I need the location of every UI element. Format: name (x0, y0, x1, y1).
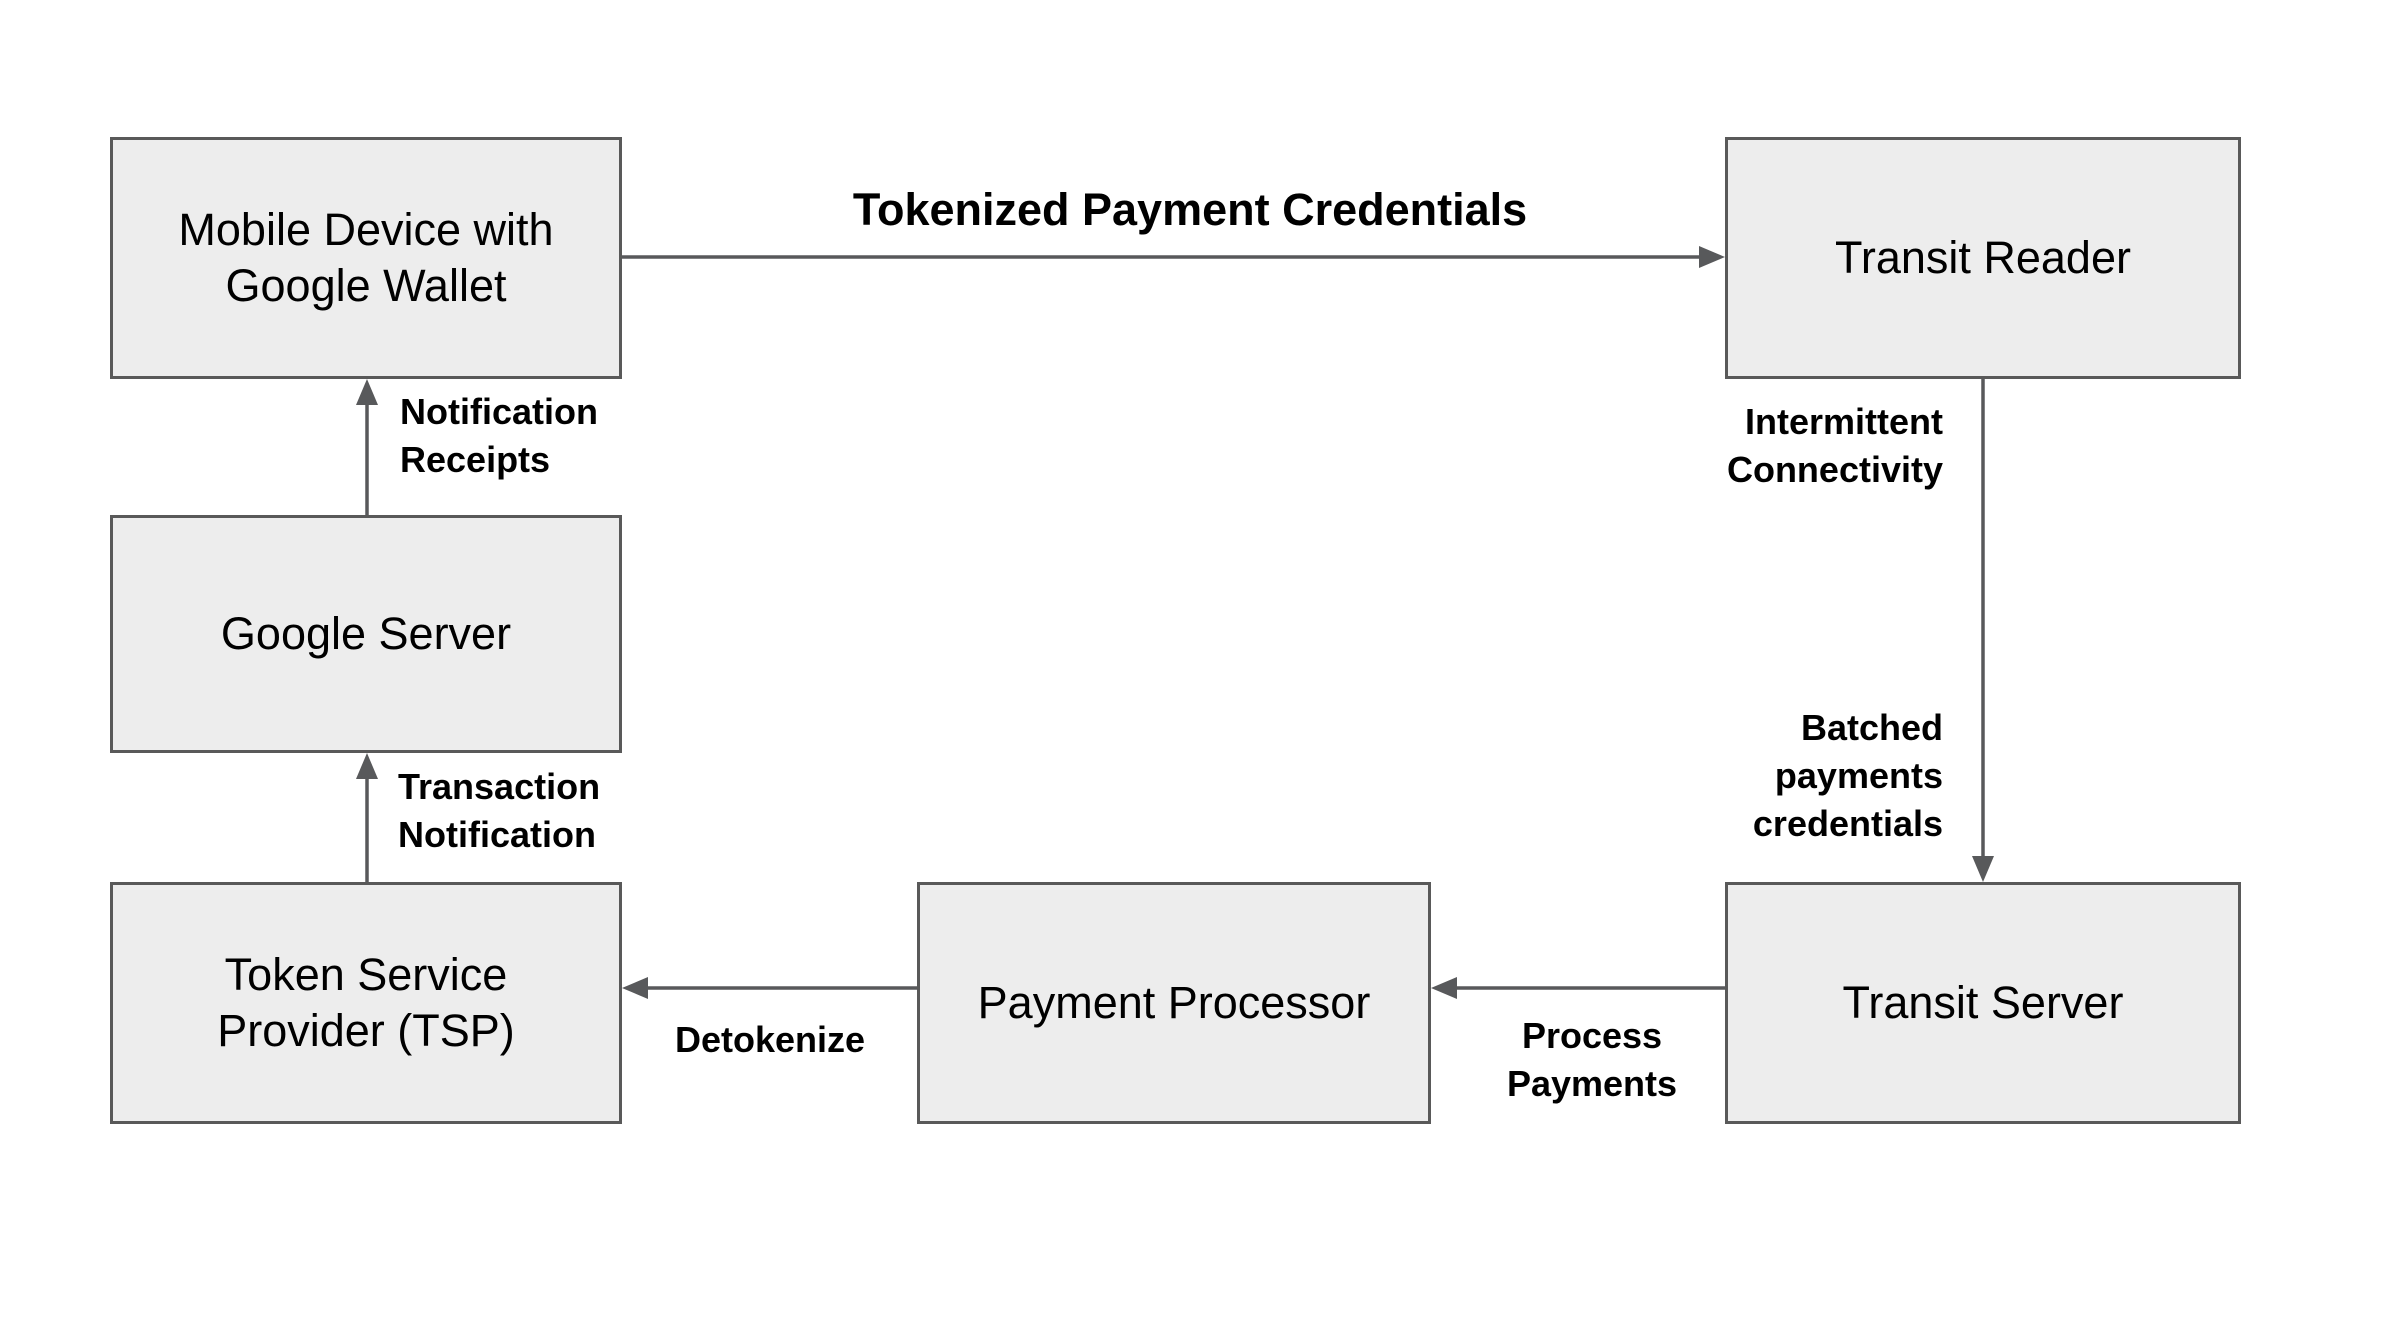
node-label: Token Service Provider (TSP) (217, 948, 515, 1056)
arrowhead-down-icon (1972, 856, 1994, 882)
node-label: Transit Reader (1835, 231, 2131, 283)
node-payment-processor: Payment Processor (917, 882, 1431, 1124)
edge-label-batched-payments-credentials: Batched payments credentials (1752, 707, 1943, 844)
edge-label-intermittent-connectivity: Intermittent Connectivity (1726, 401, 1943, 490)
arrowhead-up-icon (356, 379, 378, 405)
node-label: Mobile Device with Google Wallet (178, 203, 554, 311)
node-token-service-provider: Token Service Provider (TSP) (110, 882, 622, 1124)
node-google-server: Google Server (110, 515, 622, 753)
arrowhead-up-icon (356, 753, 378, 779)
arrowhead-right-icon (1699, 246, 1725, 268)
node-transit-server: Transit Server (1725, 882, 2241, 1124)
node-transit-reader: Transit Reader (1725, 137, 2241, 379)
edge-label-tokenized-payment-credentials: Tokenized Payment Credentials (852, 184, 1528, 235)
node-label: Payment Processor (977, 976, 1371, 1028)
node-label: Transit Server (1842, 976, 2124, 1028)
edge-label-notification-receipts: Notification Receipts (400, 391, 598, 480)
edge-label-transaction-notification: Transaction Notification (398, 766, 601, 855)
arrowhead-left-icon (1431, 977, 1457, 999)
node-label: Google Server (220, 607, 512, 659)
arrowhead-left-icon (622, 977, 648, 999)
edge-label-detokenize: Detokenize (674, 1019, 866, 1060)
node-mobile-device-google-wallet: Mobile Device with Google Wallet (110, 137, 622, 379)
edge-label-process-payments: Process Payments (1506, 1015, 1678, 1104)
